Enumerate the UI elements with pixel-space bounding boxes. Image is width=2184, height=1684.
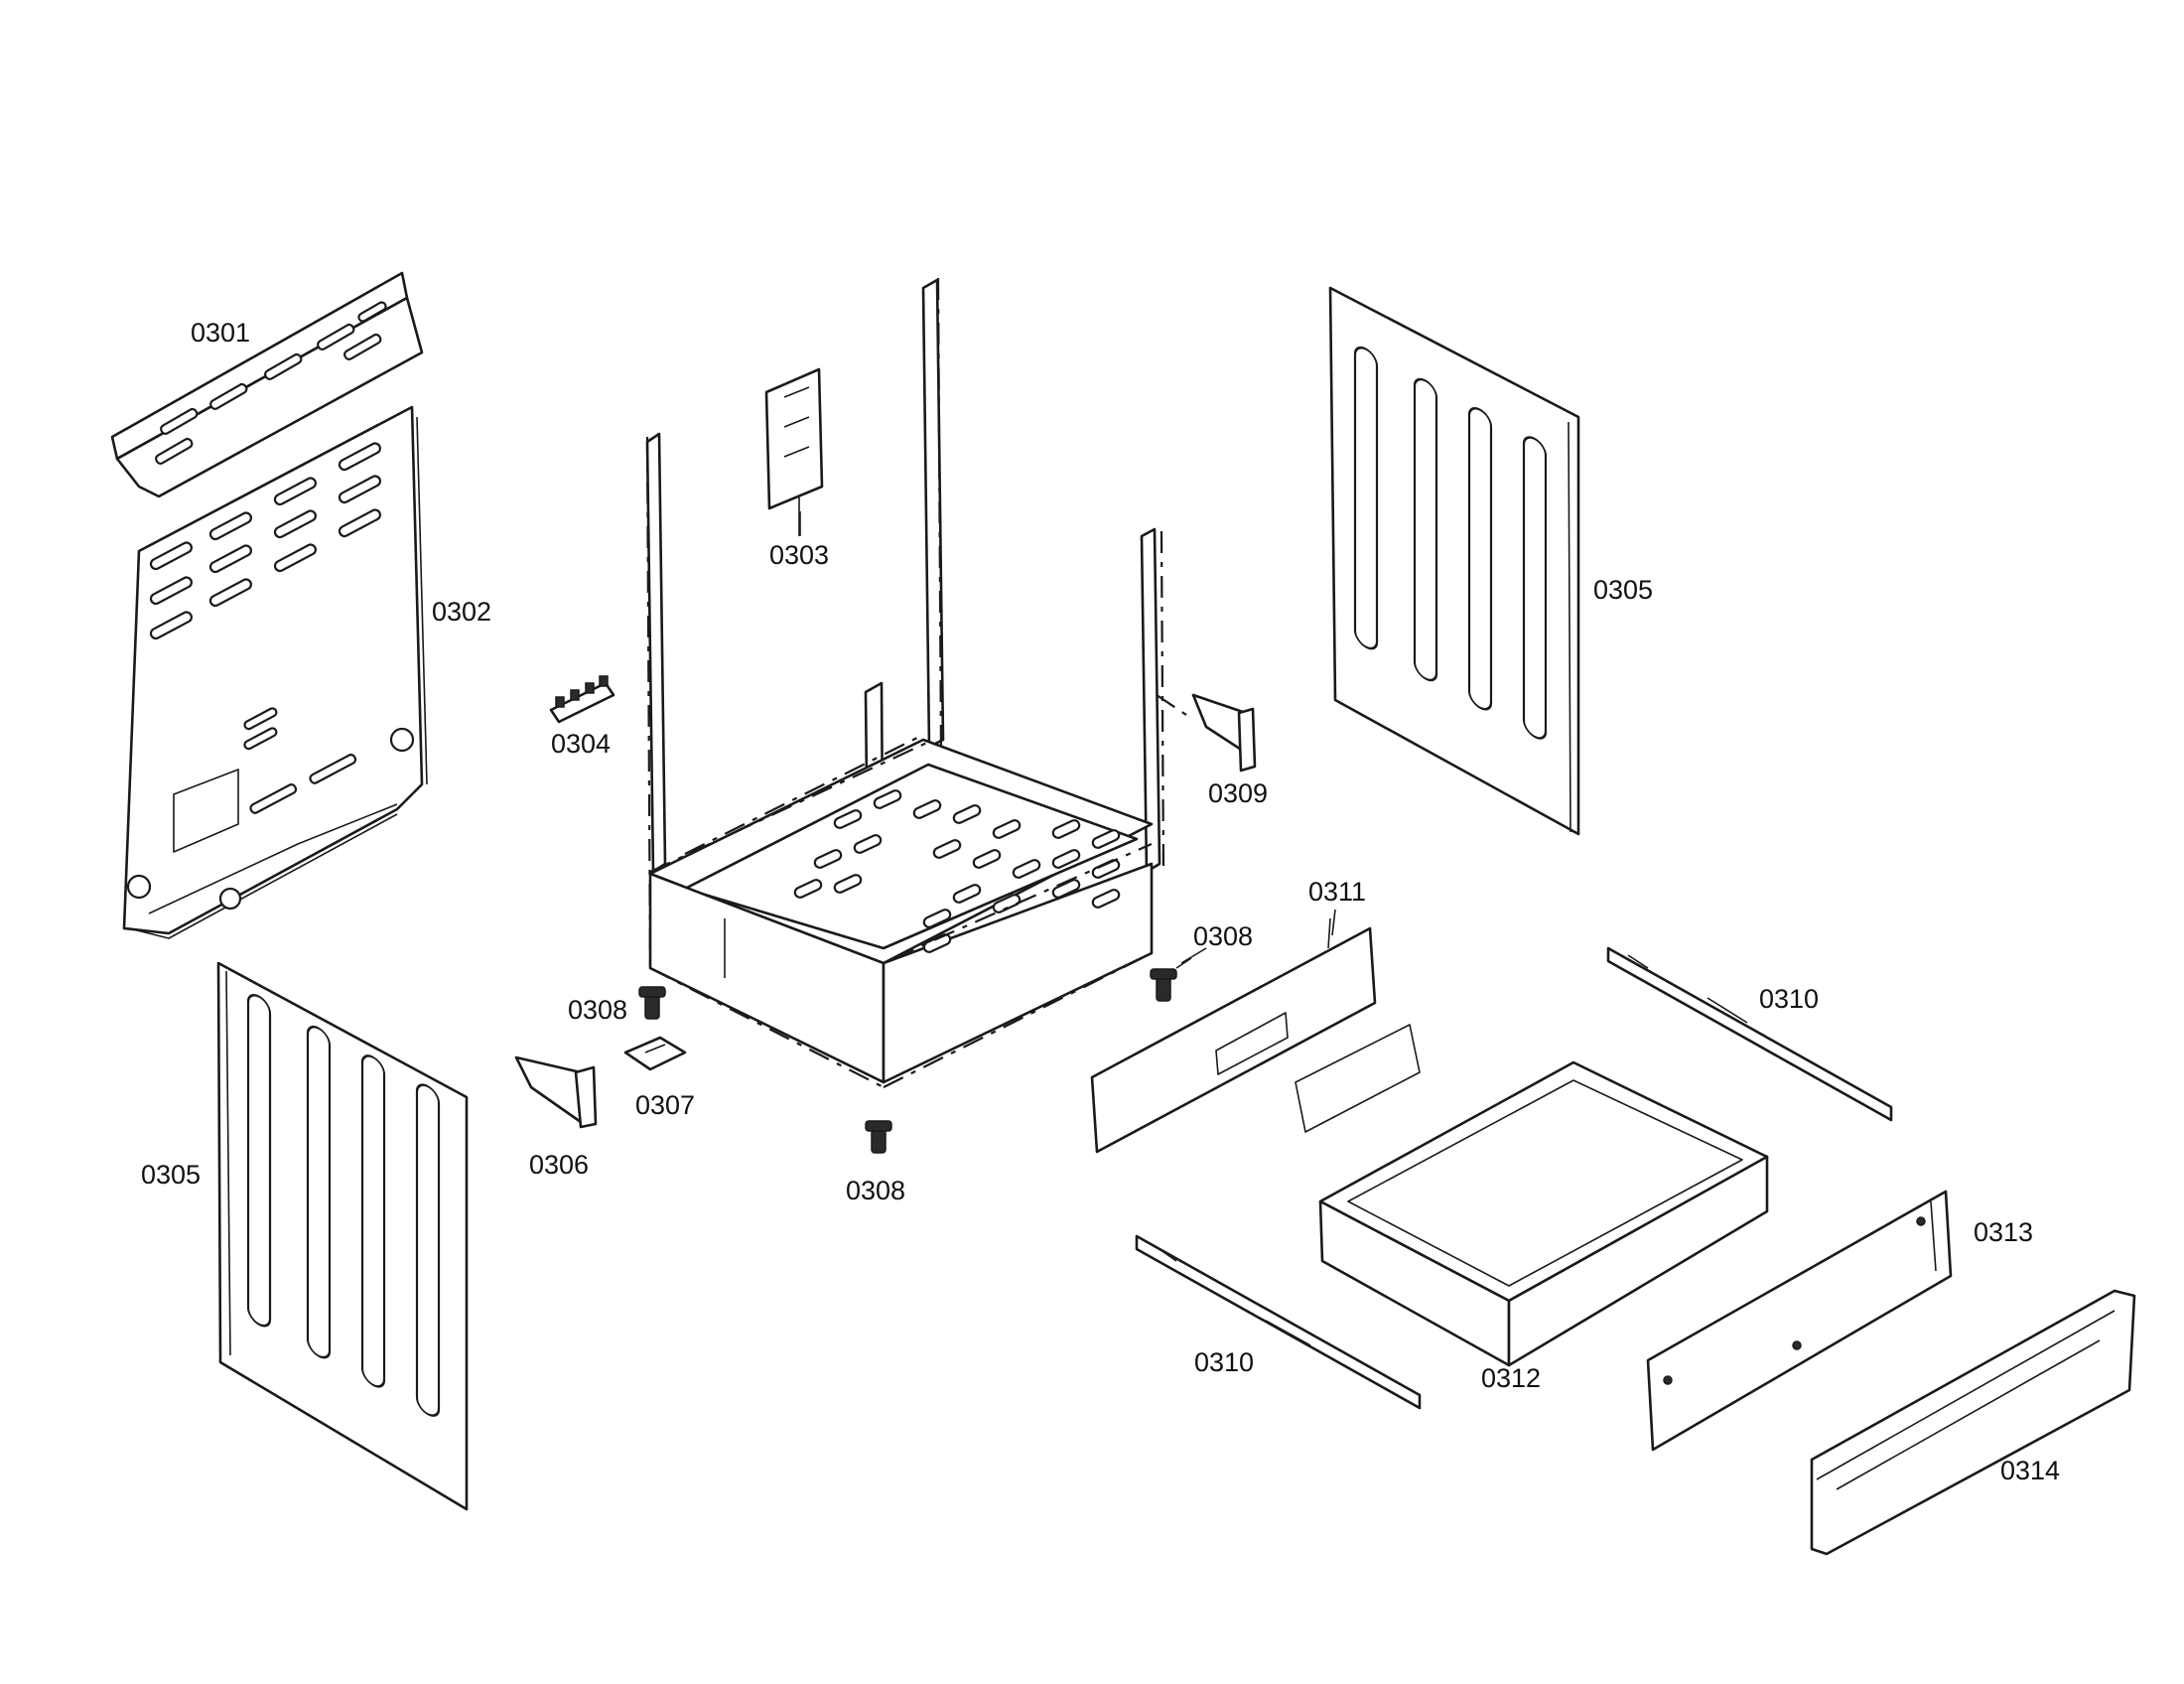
part-frame-chassis [645,277,1187,1088]
label-0308-right: 0308 [1193,921,1253,951]
part-0301-vent-bracket [110,271,424,498]
part-0314-drawer-front [1810,1289,2136,1556]
part-0305-side-panel-right [1328,286,1580,836]
label-0307: 0307 [635,1090,695,1120]
part-0305-side-panel-left [216,961,469,1511]
part-0308-screw-bottom [865,1120,892,1154]
label-0309: 0309 [1208,778,1268,808]
part-0313-drawer-inner-panel [1646,1190,1953,1452]
part-0308-screw-left [638,986,666,1020]
part-0308-screw-right [1150,947,1207,1002]
label-0308-left: 0308 [568,995,627,1025]
label-0304: 0304 [551,729,611,759]
label-0313: 0313 [1974,1217,2033,1247]
part-0310-slide-right [1606,946,1893,1122]
part-0303-board [764,367,824,536]
part-0311-drawer-rear-panel [1090,917,1421,1154]
part-0310-slide-left [1135,1234,1422,1410]
label-0302: 0302 [432,597,491,627]
label-0314: 0314 [2000,1456,2060,1485]
label-0312: 0312 [1481,1363,1541,1393]
part-0307-clip [623,1036,687,1071]
label-0305-top: 0305 [1593,575,1653,605]
part-0302-back-panel [122,405,428,939]
label-0301: 0301 [191,318,250,348]
part-0304-terminal-block [549,675,615,724]
part-labels: 0301 0302 0303 0304 0305 0305 0306 0307 … [141,318,2060,1485]
part-0306-bracket [514,1055,598,1129]
label-0310-left: 0310 [1194,1347,1254,1377]
tray-holes [793,789,1121,953]
label-0305-bottom: 0305 [141,1160,201,1190]
back-panel-vent-slots [149,442,381,814]
label-0311: 0311 [1308,877,1366,907]
label-0310-right: 0310 [1759,984,1819,1014]
leader-0311 [1331,909,1336,936]
label-0303: 0303 [769,540,829,570]
leader-0308-right [1175,957,1192,969]
label-0308-bottom: 0308 [846,1176,905,1205]
part-0312-drawer-box [1318,1060,1769,1367]
part-0309-bracket [1191,693,1257,772]
label-0306: 0306 [529,1150,589,1180]
